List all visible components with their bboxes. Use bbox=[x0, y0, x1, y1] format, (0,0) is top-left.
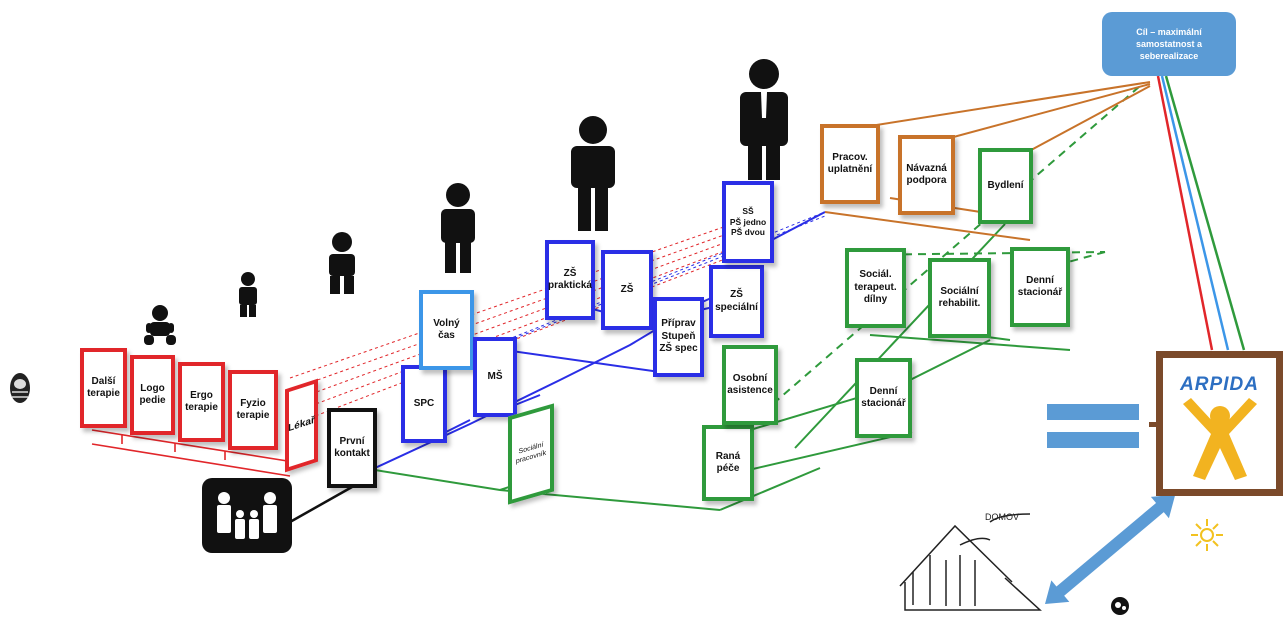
family-link bbox=[289, 485, 353, 524]
card-lekar: Lékař bbox=[285, 378, 318, 473]
card-rana-pece: Raná péče bbox=[702, 425, 754, 501]
card-socialni-rehabilit: Sociální rehabilit. bbox=[928, 258, 991, 338]
card-logopedie: Logo pedie bbox=[130, 355, 175, 435]
teen-icon bbox=[571, 116, 615, 231]
card-fyzioterapie: Fyzio terapie bbox=[228, 370, 278, 450]
goal-to-logo-lines bbox=[1156, 75, 1246, 351]
card-bydleni: Bydlení bbox=[978, 148, 1033, 224]
dashed-red-connectors bbox=[289, 221, 739, 419]
schoolchild-icon bbox=[441, 183, 475, 273]
card-socialni-pracovnik: Sociální pracovník bbox=[508, 403, 554, 505]
card-ergoterapie: Ergo terapie bbox=[178, 362, 225, 442]
toddler-icon bbox=[239, 272, 257, 317]
card-pracov-uplatneni: Pracov. uplatnění bbox=[820, 124, 880, 204]
goal-box: Cíl – maximální samostatnost a sebereali… bbox=[1102, 12, 1236, 76]
logo-frame-handle bbox=[1149, 422, 1163, 427]
adult-icon bbox=[740, 59, 788, 180]
card-volny-cas: Volný čas bbox=[419, 290, 474, 370]
card-zs-specialni: ZŠ speciální bbox=[709, 265, 764, 338]
card-denni-stacionar-2: Denní stacionář bbox=[1010, 247, 1070, 327]
card-osobni-asistence: Osobní asistence bbox=[722, 345, 778, 425]
sun-icon bbox=[1191, 519, 1223, 551]
double-arrow-icon bbox=[1045, 494, 1176, 604]
family-icon bbox=[202, 478, 292, 553]
card-ms: MŠ bbox=[473, 337, 517, 417]
card-prvni-kontakt: První kontakt bbox=[327, 408, 377, 488]
card-spc: SPC bbox=[401, 365, 447, 443]
card-navazna-podpora: Návazná podpora bbox=[898, 135, 955, 215]
person-silhouettes bbox=[144, 59, 788, 345]
card-zs-prakticka: ZŠ praktická bbox=[545, 240, 595, 320]
card-dalsi-terapie: Další terapie bbox=[80, 348, 127, 428]
baby-icon bbox=[144, 305, 176, 345]
home-sketch-icon bbox=[899, 513, 1042, 611]
red-rails bbox=[91, 429, 301, 477]
card-zs: ZŠ bbox=[601, 250, 653, 330]
orange-work-path bbox=[824, 81, 1151, 241]
logo-wordmark: ARPIDA bbox=[1180, 374, 1259, 395]
small-baby-icon bbox=[1111, 597, 1129, 615]
card-denni-stacionar-1: Denní stacionář bbox=[855, 358, 912, 438]
child-icon bbox=[329, 232, 355, 294]
newborn-icon bbox=[10, 373, 30, 403]
card-priprav-stupen: Příprav Stupeň ZŠ spec bbox=[653, 297, 704, 377]
arpida-figure-icon bbox=[1183, 398, 1257, 480]
card-social-terapeut-dilny: Sociál. terapeut. dílny bbox=[845, 248, 906, 328]
card-ss: SŠ PŠ jedno PŠ dvou bbox=[722, 181, 774, 263]
arpida-logo: ARPIDA bbox=[1149, 351, 1283, 496]
equals-icon bbox=[1047, 404, 1139, 448]
home-caption-text: DOMOV bbox=[985, 512, 1019, 522]
